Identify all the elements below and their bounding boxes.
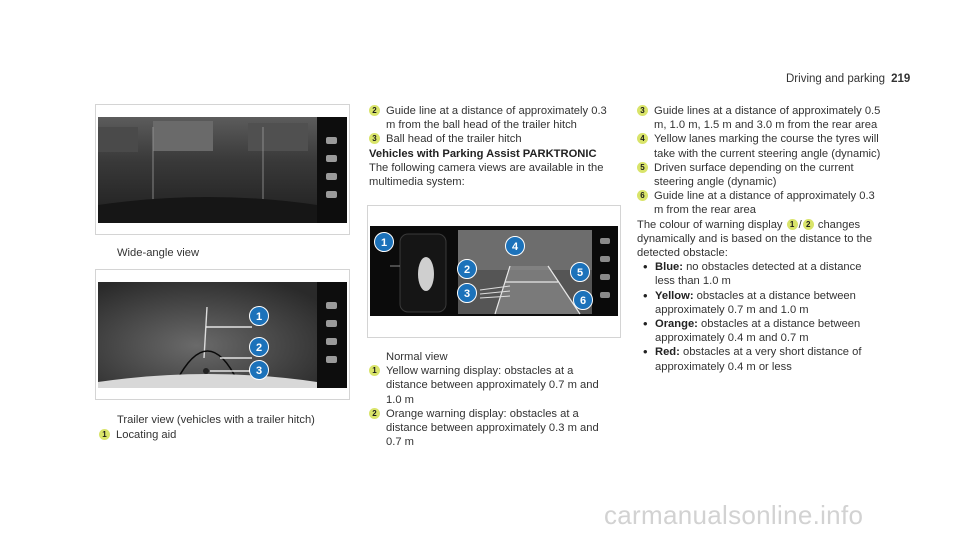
trailer-callout-1: 1	[249, 306, 269, 326]
normal-callout-3: 3	[457, 283, 477, 303]
watermark: carmanualsonline.info	[604, 500, 864, 530]
legend-text: Driven surface depending on the current …	[654, 161, 854, 189]
column-2-bottom: Normal view 1 Yellow warning display: obs…	[369, 350, 615, 449]
number-badge: 4	[637, 133, 648, 145]
number-badge: 1	[99, 429, 110, 440]
normal-callout-4: 4	[505, 236, 525, 256]
number-badge: 2	[369, 105, 380, 116]
wide-angle-caption: Wide-angle view	[117, 247, 200, 259]
section-heading: Vehicles with Parking Assist PARKTRONIC	[369, 147, 597, 160]
legend-text: Orange warning display: obstacles at a d…	[386, 407, 599, 449]
number-badge: 2	[369, 407, 380, 419]
legend-item: 2 Guide line at a distance of approximate…	[369, 104, 615, 132]
legend-item: 3 Ball head of the trailer hitch	[369, 132, 615, 146]
legend-item: 4 Yellow lanes marking the course the tyr…	[637, 132, 881, 160]
intro-paragraph: The following camera views are available…	[369, 161, 604, 189]
trailer-figure: 1 2 3	[95, 269, 350, 400]
normal-view-image	[390, 226, 618, 316]
legend-text: Guide lines at a distance of approximate…	[654, 105, 881, 132]
warning-colour-paragraph: The colour of warning display 1/2 change…	[637, 218, 873, 260]
trailer-screen: 1 2 3	[98, 282, 347, 388]
column-3: 3 Guide lines at a distance of approximat…	[637, 104, 881, 374]
column-2-top: 2 Guide line at a distance of approximate…	[369, 104, 615, 189]
legend-item: 1 Yellow warning display: obstacles at a …	[369, 364, 615, 407]
bullet-blue: Blue: no obstacles detected at a distanc…	[637, 260, 881, 288]
running-header: Driving and parking 219	[786, 73, 910, 85]
normal-callout-6: 6	[573, 290, 593, 310]
trailer-callout-2: 2	[249, 337, 269, 357]
bullet-yellow: Yellow: obstacles at a distance between …	[637, 289, 881, 317]
legend-text: Guide line at a distance of approximatel…	[386, 105, 607, 132]
number-badge: 1	[369, 365, 380, 377]
legend-text: Yellow lanes marking the course the tyre…	[654, 133, 881, 160]
bullet-orange: Orange: obstacles at a distance between …	[637, 317, 881, 345]
normal-callout-1: 1	[374, 232, 394, 252]
normal-view-caption: Normal view	[386, 351, 448, 363]
legend-item: 6 Guide line at a distance of approximate…	[637, 189, 881, 217]
legend-text: Ball head of the trailer hitch	[386, 133, 522, 146]
normal-view-screen: 1 2 3 4 5 6	[370, 226, 618, 316]
legend-item: 1 Locating aid	[99, 428, 346, 442]
legend-text: Yellow warning display: obstacles at a d…	[386, 365, 599, 406]
trailer-callout-3: 3	[249, 360, 269, 380]
wide-angle-figure	[95, 104, 350, 235]
legend-item: 5 Driven surface depending on the current…	[637, 161, 881, 189]
wide-angle-screen	[98, 117, 347, 223]
number-badge: 6	[637, 190, 648, 202]
normal-callout-2: 2	[457, 259, 477, 279]
number-badge: 5	[637, 161, 648, 173]
trailer-image	[98, 282, 347, 388]
legend-text: Guide line at a distance of approximatel…	[654, 190, 875, 217]
legend-item: 2 Orange warning display: obstacles at a …	[369, 407, 615, 450]
wide-angle-image	[98, 117, 347, 223]
number-badge: 3	[369, 133, 380, 145]
section-title: Driving and parking	[786, 73, 886, 85]
number-badge: 3	[637, 105, 648, 116]
normal-view-figure: 1 2 3 4 5 6	[367, 205, 621, 338]
number-badge: 2	[802, 218, 814, 230]
bullet-red: Red: obstacles at a very short distance …	[637, 345, 881, 373]
normal-callout-5: 5	[570, 262, 590, 282]
trailer-caption: Trailer view (vehicles with a trailer hi…	[117, 414, 315, 426]
page-number: 219	[891, 73, 911, 85]
number-badge: 1	[786, 218, 798, 230]
legend-text: Locating aid	[116, 429, 177, 441]
legend-item: 3 Guide lines at a distance of approximat…	[637, 104, 881, 132]
